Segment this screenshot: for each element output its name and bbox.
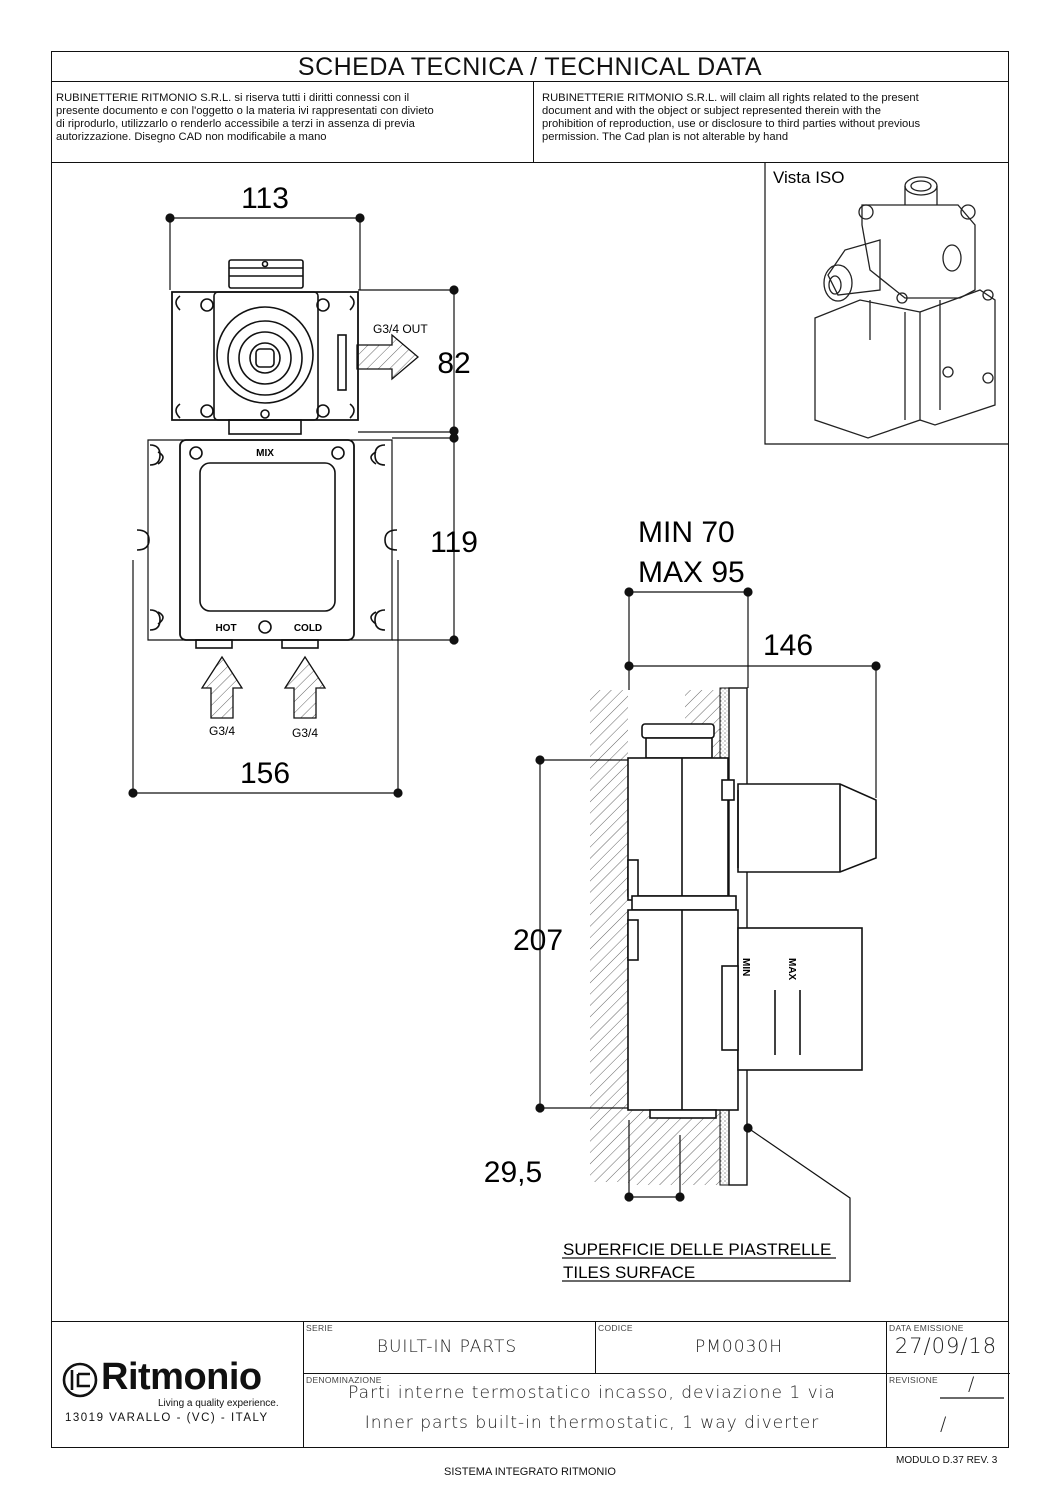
notice-line: presente documento e con l'oggetto o la …	[56, 105, 434, 117]
copyright-notice-it: RUBINETTERIE RITMONIO S.R.L. si riserva …	[56, 92, 530, 144]
outlet-arrow	[356, 333, 420, 381]
side-dimension-lines	[535, 587, 881, 1282]
revisione-value-1: /	[968, 1373, 976, 1395]
inlet-arrow-hot	[200, 655, 244, 719]
notice-line: permission. The Cad plan is not alterabl…	[542, 131, 789, 143]
brand-name: Ritmonio	[101, 1356, 262, 1398]
dim-height-bottom: 119	[430, 526, 478, 559]
revisione-label: REVISIONE	[889, 1375, 938, 1385]
divider	[595, 1321, 596, 1373]
divider	[886, 1321, 887, 1448]
serie-label: SERIE	[306, 1323, 334, 1333]
tiles-surface-label-en: TILES SURFACE	[563, 1263, 695, 1282]
revisione-value-2: /	[940, 1413, 948, 1435]
front-dimension-lines	[128, 213, 459, 798]
denominazione-it: Parti interne termostatico incasso, devi…	[348, 1383, 836, 1403]
front-view-lower-body	[136, 439, 398, 649]
data-emissione-value: 27/09/18	[894, 1334, 998, 1358]
data-emissione-label: DATA EMISSIONE	[889, 1323, 964, 1333]
dim-height-top: 82	[437, 347, 470, 380]
drawing-sheet: SCHEDA TECNICA / TECHNICAL DATA RUBINETT…	[51, 51, 1010, 1448]
brand-tagline: Living a quality experience.	[158, 1398, 279, 1409]
denominazione-label: DENOMINAZIONE	[306, 1375, 382, 1385]
notice-line: di riprodurlo, utilizzarlo o renderlo ac…	[56, 118, 415, 130]
notice-line: prohibition of reproduction, use or disc…	[542, 118, 921, 130]
denominazione-en: Inner parts built-in thermostatic, 1 way…	[364, 1413, 820, 1433]
footer-system: SISTEMA INTEGRATO RITMONIO	[444, 1466, 616, 1478]
sheet-title: SCHEDA TECNICA / TECHNICAL DATA	[297, 53, 763, 81]
notice-line: RUBINETTERIE RITMONIO S.R.L. si riserva …	[56, 92, 410, 104]
hot-label: HOT	[215, 623, 236, 634]
module-code: MODULO D.37 REV. 3	[896, 1455, 998, 1466]
copyright-notice-en: RUBINETTERIE RITMONIO S.R.L. will claim …	[542, 92, 1008, 144]
tiles-surface-label-it: SUPERFICIE DELLE PIASTRELLE	[563, 1240, 831, 1259]
codice-label: CODICE	[598, 1323, 633, 1333]
serie-value: BUILT-IN PARTS	[376, 1337, 518, 1357]
iso-view-illustration	[814, 176, 996, 439]
divider	[52, 81, 1008, 82]
dim-max: MAX 95	[638, 556, 745, 589]
dim-depth: 146	[763, 629, 813, 662]
divider	[52, 162, 1008, 163]
brand-address: 13019 VARALLO - (VC) - ITALY	[65, 1412, 269, 1424]
inlet-cold-label: G3/4	[292, 726, 318, 740]
ritmonio-logo-icon	[62, 1362, 98, 1398]
min-mark: MIN	[740, 958, 751, 976]
outlet-label: G3/4 OUT	[373, 322, 428, 336]
inlet-arrow-cold	[283, 655, 327, 719]
divider	[52, 1321, 1008, 1322]
notice-line: document and with the object or subject …	[542, 105, 881, 117]
dim-height: 207	[513, 924, 563, 957]
iso-view-label: Vista ISO	[773, 168, 845, 187]
cold-label: COLD	[294, 623, 322, 634]
notice-line: autorizzazione. Disegno CAD non modifica…	[56, 131, 327, 143]
notice-line: RUBINETTERIE RITMONIO S.R.L. will claim …	[542, 92, 919, 104]
dim-offset: 29,5	[484, 1156, 542, 1189]
inlet-hot-label: G3/4	[209, 724, 235, 738]
divider	[533, 81, 534, 162]
max-mark: MAX	[786, 958, 797, 981]
divider	[303, 1321, 304, 1448]
iso-view-box	[764, 163, 1008, 445]
side-view-body	[627, 723, 877, 1119]
dim-width-top: 113	[241, 182, 289, 215]
divider	[303, 1373, 1010, 1374]
mix-label: MIX	[256, 448, 274, 459]
dim-width-bottom: 156	[240, 757, 290, 790]
front-view-upper-body	[171, 259, 359, 435]
codice-value: PM0030H	[695, 1337, 783, 1357]
dim-min: MIN 70	[638, 516, 735, 549]
